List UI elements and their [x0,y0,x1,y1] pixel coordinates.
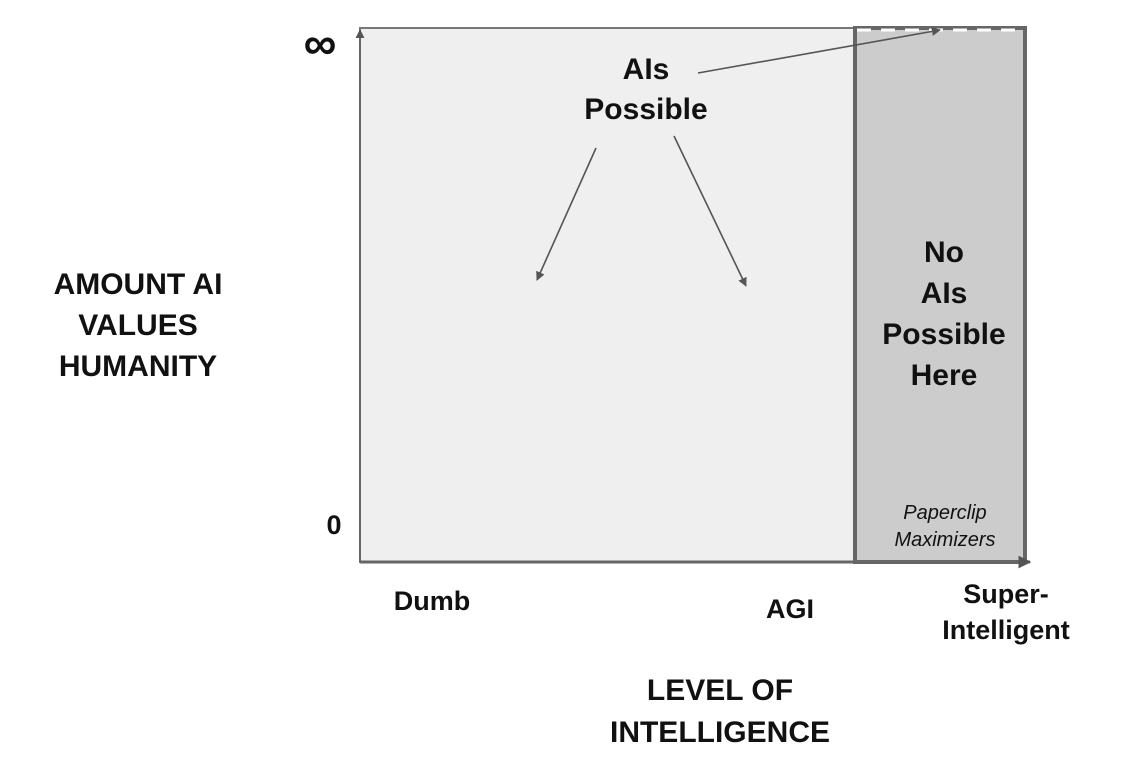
arrow-to-infinity [697,26,941,74]
y-axis-title-line: AMOUNT AI [53,268,223,301]
ais-possible-line: Possible [584,93,708,126]
arrow-to-dumb-region [536,147,597,281]
x-axis-title-line: INTELLIGENCE [609,716,830,749]
x-axis-title: LEVEL OF INTELLIGENCE [560,670,880,754]
paperclip-line: Maximizers [894,529,996,551]
paperclip-line: Paperclip [903,502,987,524]
ais-possible-label: AIs Possible [556,50,736,130]
y-axis-title-line: VALUES [78,309,198,342]
no-ais-possible-label: No AIs Possible Here [862,232,1026,396]
x-axis-tick-agi: AGI [765,594,814,624]
ais-possible-line: AIs [622,53,670,86]
x-axis-title-line: LEVEL OF [646,674,794,707]
x-axis-tick-superintelligent: Super- Intelligent [906,576,1106,648]
arrow-to-agi-region [673,135,747,287]
impossible-region [853,26,1027,564]
x-axis-tick-super-line: Super- [963,579,1049,609]
y-axis-max-label: ∞ [303,17,337,69]
x-axis-tick-super-line: Intelligent [942,615,1070,645]
y-axis-title-line: HUMANITY [58,350,218,383]
paperclip-maximizers-label: Paperclip Maximizers [860,500,1030,554]
no-ais-line: Here [910,359,978,392]
no-ais-line: Possible [882,318,1006,351]
no-ais-line: AIs [920,277,968,310]
no-ais-line: No [924,236,964,269]
possible-region [359,27,856,563]
y-axis-min-label: 0 [326,510,342,540]
y-axis-title: AMOUNT AI VALUES HUMANITY [20,264,256,387]
x-axis-tick-dumb: Dumb [393,586,471,616]
